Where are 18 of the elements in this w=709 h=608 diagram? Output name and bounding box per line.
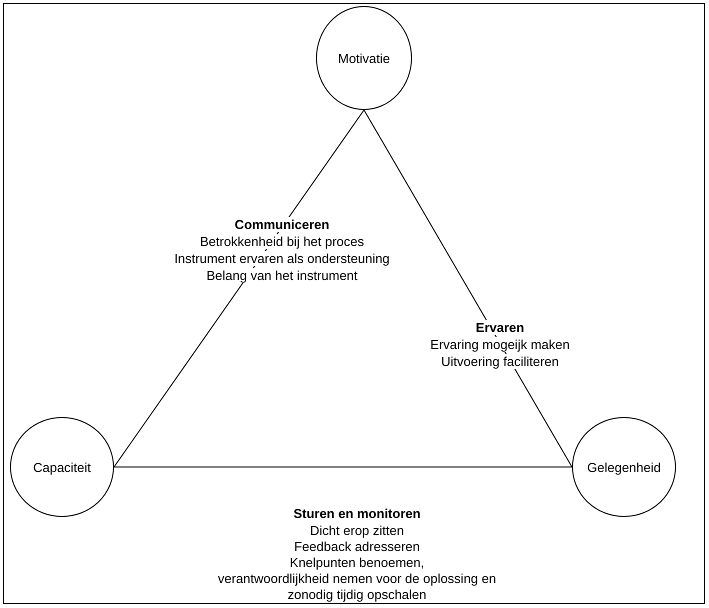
- bullet-text: Belang van het instrument: [206, 268, 358, 283]
- bullet-text: Knelpunten benoemen,: [290, 555, 424, 570]
- bullet-text: Ervaring mogeijk maken: [430, 337, 570, 352]
- section-heading: Ervaren: [476, 320, 524, 335]
- bullet-text: Feedback adresseren: [294, 539, 420, 554]
- section-heading: Sturen en monitoren: [293, 506, 421, 521]
- bullet-text: verantwoordlijkheid nemen voor de oplossing en: [218, 571, 496, 586]
- bullet-text: zonodig tijdig opschalen: [288, 587, 426, 602]
- bullet-text: Instrument ervaren als ondersteuning: [174, 251, 390, 266]
- triangle-side: [364, 110, 572, 468]
- node-label: Capaciteit: [33, 460, 91, 474]
- bullet-text: Uitvoering faciliteren: [441, 354, 559, 369]
- section-heading: Communiceren: [234, 217, 330, 232]
- triangle-side: [114, 466, 572, 468]
- bullet-text: Betrokkenheid bij het proces: [200, 234, 364, 249]
- bullet-text: Dicht erop zitten: [310, 523, 404, 538]
- node-label: Gelegenheid: [587, 460, 661, 474]
- node-label: Motivatie: [338, 50, 390, 66]
